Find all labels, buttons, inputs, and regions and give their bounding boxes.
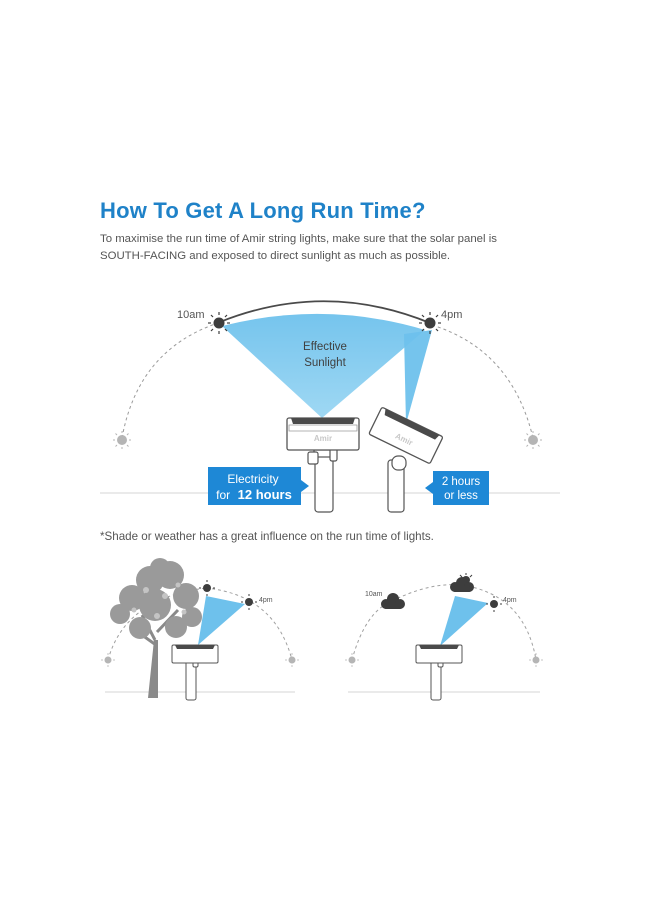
solar-light-tilted: Amir (368, 407, 444, 513)
badge-2-hours: 2 hours or less (425, 471, 489, 505)
weather-label-4pm: 4pm (503, 597, 517, 604)
sunlight-beam-4pm (404, 330, 432, 424)
shade-sun-icon (199, 580, 215, 596)
intro-line-2: SOUTH-FACING and exposed to direct sunli… (100, 250, 451, 262)
label-10am: 10am (177, 309, 205, 321)
shade-sunset-icon (285, 653, 299, 667)
weather-label-10am: 10am (365, 591, 383, 598)
shade-diagram: 4pm (101, 558, 299, 701)
label-4pm: 4pm (441, 309, 462, 321)
shade-weather-note: *Shade or weather has a great influence … (100, 530, 434, 543)
intro-line-1: To maximise the run time of Amir string … (100, 233, 497, 245)
sun-sunrise-icon (113, 431, 131, 449)
cloud-10am-icon (381, 593, 405, 609)
shade-label-4pm: 4pm (259, 597, 273, 604)
weather-solar-light (415, 644, 463, 701)
effective-sunlight-line-1: Effective (303, 341, 347, 353)
solar-light-south-facing: Amir (286, 417, 360, 513)
shade-solar-light (171, 644, 219, 701)
sun-10am-icon (208, 312, 230, 334)
sun-path-top (219, 300, 431, 324)
weather-diagram: 10am 4pm (345, 573, 543, 701)
cloud-sun-icon (450, 573, 474, 592)
badge-left-line-1: Electricity (227, 472, 278, 486)
weather-sunset-icon (529, 653, 543, 667)
shade-sun-4pm-icon (241, 594, 257, 610)
badge-left-line-2: for 12 hours (216, 486, 292, 503)
badge-left-hours: 12 hours (238, 487, 292, 502)
badge-right-line-2: or less (444, 490, 478, 502)
sun-path-left (121, 322, 219, 439)
badge-left-prefix: for (216, 488, 230, 502)
badge-12-hours: Electricity for 12 hours (208, 467, 309, 505)
sun-4pm-icon (419, 312, 441, 334)
effective-sunlight-line-2: Sunlight (304, 357, 346, 369)
sun-path-right (431, 324, 534, 439)
weather-sunrise-icon (345, 653, 359, 667)
tree-icon (110, 558, 202, 698)
sunlight-beam-main (222, 313, 425, 418)
badge-right-line-1: 2 hours (442, 476, 481, 488)
shade-sunrise-icon (101, 653, 115, 667)
panel-brand-label: Amir (314, 434, 332, 443)
sun-sunset-icon (524, 431, 542, 449)
intro-text: To maximise the run time of Amir string … (100, 231, 570, 265)
weather-sun-4pm-icon (486, 596, 502, 612)
page-title: How To Get A Long Run Time? (100, 198, 426, 223)
